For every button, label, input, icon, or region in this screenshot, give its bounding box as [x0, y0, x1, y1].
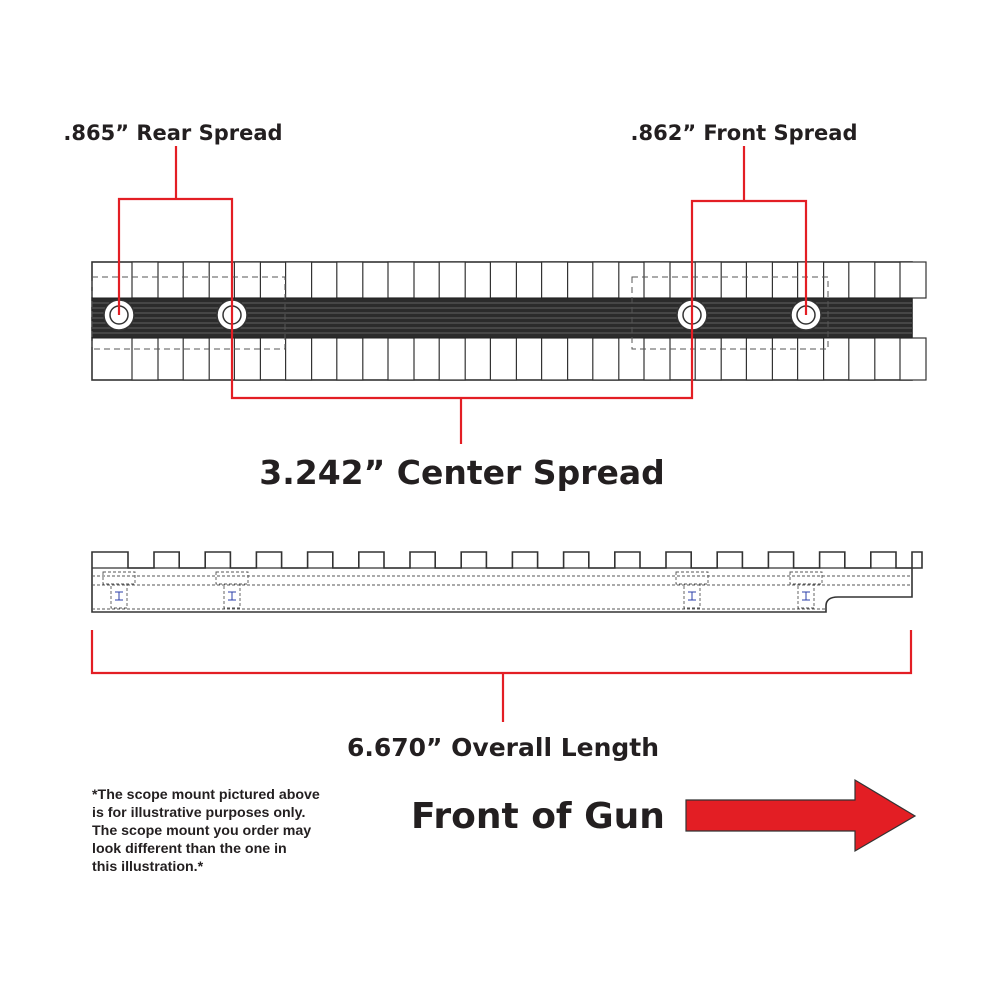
overall-length-dimension — [90, 630, 913, 722]
rail-slot — [285, 261, 313, 299]
center-spread-dimension — [230, 315, 694, 444]
disclaimer-line: *The scope mount pictured above — [92, 787, 320, 803]
rail-slot — [387, 261, 415, 299]
arrow-right-icon — [685, 778, 917, 853]
rail-slot — [540, 261, 569, 299]
rail-slot — [336, 337, 364, 381]
side-screw-head — [215, 571, 249, 585]
side-screw-head — [789, 571, 823, 585]
side-screw-shank — [110, 583, 128, 609]
rail-slot — [694, 261, 722, 299]
rail-side-profile — [91, 551, 923, 613]
overall-length-label: 6.670” Overall Length — [347, 733, 659, 762]
rail-teeth-bottom — [131, 337, 927, 381]
rail-slot — [899, 337, 927, 381]
rail-slot — [592, 261, 620, 299]
rail-side-screws — [102, 571, 823, 609]
rail-slot — [643, 337, 671, 381]
side-screw-shank — [797, 583, 815, 609]
rail-slot — [438, 261, 466, 299]
rail-slot — [796, 337, 825, 381]
rail-slot — [285, 337, 313, 381]
rail-slot — [643, 261, 671, 299]
side-screw-shank — [223, 583, 241, 609]
rail-slot — [233, 261, 261, 299]
rail-slot — [131, 337, 159, 381]
disclaimer-line: look different than the one in — [92, 841, 287, 857]
disclaimer-line: is for illustrative purposes only. — [92, 805, 306, 821]
rail-slot — [796, 261, 825, 299]
front-of-gun-label: Front of Gun — [411, 796, 665, 837]
center-spread-label: 3.242” Center Spread — [259, 453, 665, 492]
rail-slot — [848, 261, 876, 299]
disclaimer-note: *The scope mount pictured above is for i… — [92, 786, 392, 876]
side-screw-head — [675, 571, 709, 585]
rail-slot — [489, 337, 517, 381]
front-base-outline — [631, 276, 829, 350]
rear-spread-dimension — [117, 146, 234, 315]
rail-slot — [336, 261, 364, 299]
rail-slot — [745, 337, 774, 381]
rear-spread-label: .865” Rear Spread — [63, 121, 282, 145]
rail-slot — [848, 337, 876, 381]
rail-top-view — [91, 261, 927, 381]
rail-slot — [233, 337, 261, 381]
disclaimer-line: The scope mount you order may — [92, 823, 312, 839]
rail-slot — [182, 261, 210, 299]
side-screw-head — [102, 571, 136, 585]
rail-slot — [489, 261, 517, 299]
front-spread-label: .862” Front Spread — [631, 121, 858, 145]
rail-slot — [540, 337, 569, 381]
side-screw-shank — [683, 583, 701, 609]
rail-slot — [387, 337, 415, 381]
rear-base-outline — [91, 276, 286, 350]
rail-slot — [899, 261, 927, 299]
rail-slot — [131, 261, 159, 299]
front-spread-dimension — [690, 146, 808, 315]
rail-slot — [745, 261, 774, 299]
rail-slot — [438, 337, 466, 381]
rail-slot — [694, 337, 722, 381]
disclaimer-line: this illustration.* — [92, 859, 204, 875]
rail-slot — [182, 337, 210, 381]
rail-side-view — [91, 551, 923, 613]
rail-slot — [592, 337, 620, 381]
